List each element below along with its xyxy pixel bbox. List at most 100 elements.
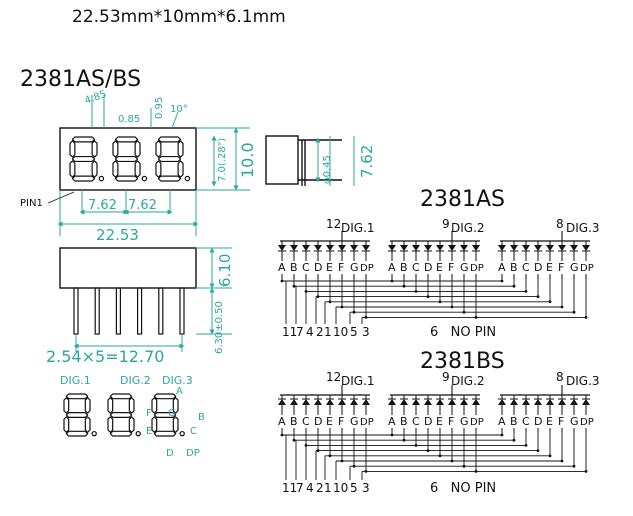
bus-junction [328,454,332,458]
schem-bs-pin-2: 2 [316,481,324,495]
schem-as-seg-c3: C [522,261,530,274]
schem-bs-seg-a1: A [278,415,286,428]
bus-junction [584,316,588,319]
schem-bs-seg-c2: C [412,415,420,428]
seg-label-d: D [166,448,174,459]
front-digits [69,136,191,182]
side-view: φ0.45 7.62 [265,135,376,186]
segment-horizontal [109,412,133,418]
schem-bs-seg-b1: B [290,415,298,428]
diode-symbol [388,245,396,251]
seg-label-e: E [146,426,152,437]
schem-bs-dig3-label: DIG.3 [566,374,600,388]
bus-junction [402,438,406,442]
segment-vertical [172,416,179,433]
segment-digit [151,393,185,437]
bus-junction [328,300,332,304]
bus-junction [280,279,284,283]
segment-horizontal [157,175,182,182]
diode-symbol [436,245,444,251]
schem-bs-pin-1: 1 [324,481,332,495]
diode-symbol [534,245,542,251]
bus-junction [548,300,552,304]
schem-bs-dig1-label: DIG.1 [341,374,375,388]
bus-junction [414,290,418,293]
diode-symbol [558,399,566,405]
diode-symbol [460,245,468,251]
segment-vertical [172,397,179,414]
segment-vertical [128,397,135,414]
diode-symbol [290,399,298,405]
schem-bs-pins: 11 7 4 2 1 10 5 3 [282,481,370,495]
schem-bs-dig2-num: 9 [442,370,450,384]
schem-as-pin-2: 2 [316,325,324,339]
diode-symbol [314,399,322,405]
schem-bs-seg-g3: G [570,415,579,428]
segment-horizontal [153,393,177,400]
segment-vertical [151,397,158,414]
schem-as-seg-d3: D [534,261,542,274]
diode-symbol [302,399,310,405]
schem-as-pin-4: 4 [306,325,314,339]
schem-as-dig1-label: DIG.1 [341,221,375,235]
segment-vertical [63,416,70,433]
schem-bs-seg-f3: F [558,415,564,428]
schem-as-seg-c2: C [412,261,420,274]
schem-bs-seg-dp2: DP [470,417,484,428]
schem-as-pin-7: 7 [296,325,304,339]
diode-symbol [338,245,346,251]
bus-junction [364,470,368,473]
bus-junction [414,444,418,447]
schem-bs-seg-d2: D [424,415,432,428]
schem-as-seg-dp3: DP [580,263,594,274]
schem-as-seg-e2: E [436,261,443,274]
seg-label-b: B [198,412,205,423]
schem-as-pin-11: 11 [282,325,297,339]
decimal-point [184,175,191,182]
bus-junction [426,295,430,298]
schem-bs-seg-e1: E [326,415,333,428]
segment-horizontal [157,136,182,143]
model-title: 2381AS/BS [20,67,141,92]
segment-vertical [128,416,135,433]
segment-vertical [63,397,70,414]
schem-as-pin-3: 3 [362,325,370,339]
schem-as-dig2-label: DIG.2 [451,221,485,235]
diode-symbol [498,399,506,405]
segment-vertical [177,140,184,158]
bus-junction [316,295,320,298]
diode-symbol [436,399,444,405]
bus-junction [536,449,540,452]
diode-symbol [498,245,506,251]
dim-line [171,111,179,129]
diode-symbol [314,245,322,251]
bus-junction [352,310,356,314]
bus-junction [340,459,344,463]
schematic-2381bs: 2381BS 12 DIG.1 9 DIG.2 8 DIG.3 A B C D … [278,349,600,496]
diode-symbol [472,399,480,405]
bus-junction [462,464,466,468]
schem-bs-seg-e2: E [436,415,443,428]
schem-bs-title: 2381BS [420,349,505,374]
bus-junction [462,310,466,314]
seg-dig3: DIG.3 [162,374,193,387]
schem-as-pin-5: 5 [350,325,358,339]
pin1-leader [47,191,75,204]
schem-as-seg-g2: G [460,261,469,274]
dim-pitch: 2.54×5=12.70 [46,347,164,366]
diode-symbol [388,399,396,405]
segment-vertical [151,416,158,433]
decimal-point [98,175,105,182]
diode-symbol [582,399,590,405]
diode-symbol [412,245,420,251]
bottom-lead [73,287,79,335]
segment-horizontal [157,155,182,163]
seg-label-f: F [146,408,152,419]
decimal-point [135,430,141,437]
schem-as-seg-f1: F [338,261,344,274]
decimal-point [141,175,148,182]
schem-as-dig1-num: 12 [326,217,341,231]
schem-bs-dig3-num: 8 [556,370,564,384]
decimal-point [91,430,97,437]
